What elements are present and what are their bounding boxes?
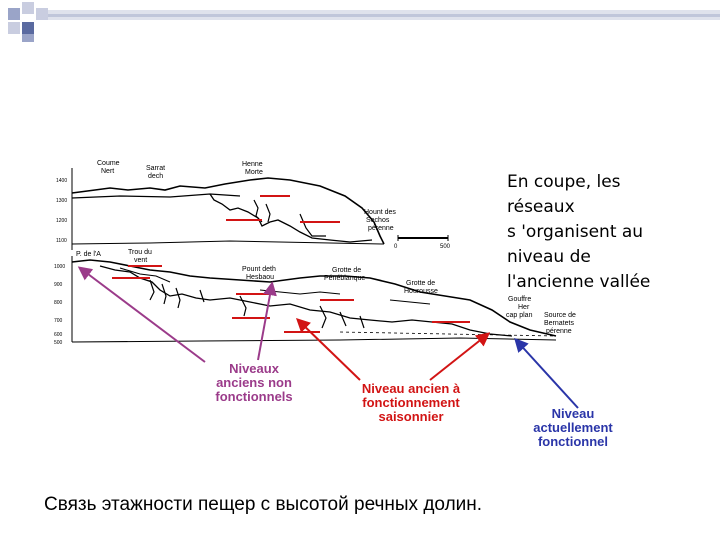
legend-old-levels: Niveaux anciens non fonctionnels (215, 361, 292, 404)
top-elevation-label: 1400 (56, 178, 67, 184)
place-label: Sarrat (146, 165, 165, 172)
heading-line: réseaux (507, 197, 575, 217)
place-label: Morte (245, 169, 263, 176)
heading-block: En coupe, les réseaux s 'organisent au n… (507, 172, 650, 292)
place-label: P. de l'A (76, 251, 101, 258)
old-level-arrow (258, 284, 272, 360)
heading-line: En coupe, les (507, 172, 621, 192)
old-level-arrow (80, 268, 205, 362)
place-label: Source de (544, 312, 576, 319)
top-section: 1400 1300 1200 1100 Coume Nert Sarrat de… (56, 160, 451, 250)
legend-old-levels-line: anciens non (216, 375, 292, 390)
place-label: Hourousse (404, 288, 438, 295)
bottom-surface-profile (72, 260, 556, 336)
legend-seasonal: Niveau ancien à fonctionnement saisonnie… (362, 381, 461, 424)
heading-line: niveau de (507, 247, 591, 267)
place-label: pérenne (546, 328, 572, 335)
place-label: Grotte de (406, 280, 435, 287)
place-label: cap plan (506, 312, 533, 319)
bottom-elevation-label: 600 (54, 332, 63, 338)
heading-line: l'ancienne vallée (507, 272, 650, 292)
top-base-line (72, 241, 384, 244)
place-label: Coume (97, 160, 120, 167)
seasonal-level-arrow (430, 334, 488, 380)
top-elevation-label: 1200 (56, 218, 67, 224)
legend-active: Niveau actuellement fonctionnel (533, 406, 613, 449)
place-label: Pount deth (242, 266, 276, 273)
legend-seasonal-line: fonctionnement (362, 395, 460, 410)
legend-seasonal-line: saisonnier (378, 409, 443, 424)
bottom-dash-line (340, 332, 556, 336)
place-label: Her (518, 304, 530, 311)
top-surface-profile-second (72, 194, 240, 198)
place-label: Hount des (364, 209, 396, 216)
active-level-arrow (516, 340, 578, 408)
place-label: Gouffre (508, 296, 531, 303)
bottom-cave-network (100, 266, 512, 336)
bottom-elevation-label: 800 (54, 300, 63, 306)
scale-label: 500 (440, 244, 451, 250)
place-label: dech (148, 173, 163, 180)
top-cave-network (210, 194, 372, 242)
slide-caption: Связь этажности пещер с высотой речных д… (44, 494, 482, 516)
top-elevation-label: 1100 (56, 238, 67, 244)
seasonal-level-arrow (298, 320, 360, 380)
place-label: Nert (101, 168, 114, 175)
scale-label: 0 (394, 244, 398, 250)
legend-active-line: Niveau (552, 406, 595, 421)
bottom-section: 1000 900 800 700 600 500 P. de l'A Trou … (54, 249, 576, 346)
place-label: Sechos (366, 217, 390, 224)
place-label: Henne (242, 161, 263, 168)
legend-active-line: fonctionnel (538, 434, 608, 449)
bottom-elevation-label: 700 (54, 318, 63, 324)
top-surface-profile (72, 178, 384, 244)
place-label: vent (134, 257, 147, 264)
top-elevation-label: 1300 (56, 198, 67, 204)
place-label: Bernatets (544, 320, 574, 327)
place-label: Pénéblanque (324, 275, 365, 282)
place-label: Hesbaou (246, 274, 274, 281)
legend-seasonal-line: Niveau ancien à (362, 381, 461, 396)
bottom-cave-upper (120, 268, 430, 304)
heading-line: s 'organisent au (507, 222, 643, 242)
bottom-elevation-label: 500 (54, 340, 63, 346)
place-label: Grotte de (332, 267, 361, 274)
place-label: pérenne (368, 225, 394, 232)
legend-active-line: actuellement (533, 420, 613, 435)
legend-old-levels-line: fonctionnels (215, 389, 292, 404)
top-cave-shaft (254, 200, 326, 236)
legend-old-levels-line: Niveaux (229, 361, 280, 376)
bottom-elevation-label: 900 (54, 282, 63, 288)
bottom-elevation-label: 1000 (54, 264, 65, 270)
place-label: Trou du (128, 249, 152, 256)
